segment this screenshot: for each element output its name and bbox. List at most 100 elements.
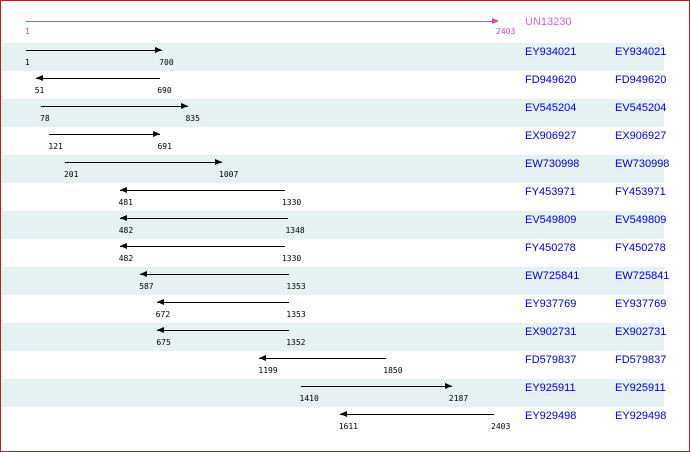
end-position: 1330 <box>281 254 302 263</box>
alignment-arrow <box>119 190 285 191</box>
accession-link[interactable]: FY450278 <box>525 242 576 254</box>
accession-link-secondary[interactable]: EX902731 <box>615 326 667 338</box>
arrow-head-right-icon <box>215 159 222 165</box>
arrow-head-left-icon <box>339 411 347 417</box>
end-position: 690 <box>157 86 172 95</box>
arrow-head-left-icon <box>35 75 43 81</box>
accession-link[interactable]: EY934021 <box>525 46 577 58</box>
arrow-head-left-icon <box>119 215 127 221</box>
alignment-arrow <box>64 162 222 163</box>
accession-link-secondary[interactable]: EX906927 <box>615 130 667 142</box>
alignment-arrow <box>26 50 163 51</box>
accession-link-secondary[interactable]: EW725841 <box>615 270 670 282</box>
accession-link-secondary[interactable]: FY450278 <box>615 242 666 254</box>
accession-link[interactable]: EY937769 <box>525 298 577 310</box>
reference-end: 2403 <box>496 27 516 36</box>
alignment-arrow <box>157 330 290 331</box>
arrow-head-right-icon <box>155 47 163 53</box>
start-position: 121 <box>48 142 63 151</box>
start-position: 481 <box>118 198 133 207</box>
accession-link[interactable]: EY925911 <box>525 382 576 394</box>
arrow-head-left-icon <box>259 355 267 361</box>
accession-link[interactable]: FY453971 <box>525 186 576 198</box>
start-position: 1199 <box>258 366 278 375</box>
accession-link[interactable]: EW725841 <box>525 270 580 282</box>
alignment-arrow <box>119 218 289 219</box>
reference-start: 1 <box>25 27 30 36</box>
accession-link[interactable]: EY929498 <box>525 410 577 422</box>
accession-link-secondary[interactable]: FD949620 <box>615 74 667 86</box>
arrow-head-right-icon <box>181 103 189 109</box>
reference-arrow <box>26 21 494 22</box>
alignment-row: 482 1330 FY450278 FY450278 <box>2 239 666 267</box>
end-position: 1330 <box>281 198 302 207</box>
accession-link-secondary[interactable]: EY937769 <box>615 298 667 310</box>
start-position: 1 <box>25 58 30 67</box>
alignment-row: 672 1353 EY937769 EY937769 <box>2 295 667 323</box>
start-position: 672 <box>155 310 171 319</box>
accession-link-secondary[interactable]: FD579837 <box>615 354 667 366</box>
reference-arrow-head <box>492 18 499 24</box>
arrow-head-left-icon <box>119 243 127 249</box>
end-position: 835 <box>185 114 200 123</box>
accession-link-secondary[interactable]: EY934021 <box>615 46 667 58</box>
start-position: 482 <box>118 226 134 235</box>
end-position: 1353 <box>286 282 306 291</box>
alignment-row: 1410 2187 EY925911 EY925911 <box>2 379 666 407</box>
accession-link[interactable]: EV549809 <box>525 214 577 226</box>
alignment-row: 78 835 EV545204 EV545204 <box>2 99 667 127</box>
alignment-arrow <box>300 386 452 387</box>
arrow-head-right-icon <box>444 383 452 389</box>
arrow-head-left-icon <box>156 299 164 305</box>
start-position: 1410 <box>299 394 319 403</box>
arrow-head-left-icon <box>119 187 127 193</box>
alignment-arrow <box>119 246 285 247</box>
alignment-arrow <box>35 78 161 79</box>
accession-link[interactable]: FD579837 <box>525 354 577 366</box>
start-position: 482 <box>118 254 134 263</box>
reference-name[interactable]: UN13230 <box>525 16 572 28</box>
arrow-head-left-icon <box>157 327 165 333</box>
alignment-arrow <box>41 106 189 107</box>
end-position: 2403 <box>491 422 511 431</box>
accession-link-secondary[interactable]: EV549809 <box>615 214 667 226</box>
accession-link-secondary[interactable]: EW730998 <box>615 158 670 170</box>
end-position: 1353 <box>286 310 306 319</box>
end-position: 700 <box>159 58 174 67</box>
start-position: 201 <box>63 170 79 179</box>
accession-link-secondary[interactable]: FY453971 <box>615 186 666 198</box>
alignment-row: 1 700 EY934021 EY934021 <box>2 43 667 71</box>
accession-link[interactable]: EX902731 <box>525 326 577 338</box>
alignment-arrow <box>156 302 290 303</box>
start-position: 675 <box>156 338 171 347</box>
start-position: 587 <box>139 282 154 291</box>
alignment-arrow <box>140 274 290 275</box>
alignment-row: 481 1330 FY453971 FY453971 <box>2 183 666 211</box>
accession-link-secondary[interactable]: EY925911 <box>615 382 666 394</box>
accession-link-secondary[interactable]: EY929498 <box>615 410 667 422</box>
accession-link[interactable]: EV545204 <box>525 102 577 114</box>
alignment-row: 201 1007 EW730998 EW730998 <box>2 155 669 183</box>
alignment-row: 482 1348 EV549809 EV549809 <box>2 211 667 239</box>
alignment-arrow <box>339 414 494 415</box>
accession-link-secondary[interactable]: EV545204 <box>615 102 667 114</box>
alignment-arrow <box>49 134 161 135</box>
alignment-row: 1611 2403 EY929498 EY929498 <box>2 407 667 435</box>
arrow-head-left-icon <box>140 271 148 277</box>
start-position: 51 <box>34 86 45 95</box>
end-position: 1007 <box>219 170 239 179</box>
accession-link[interactable]: EW730998 <box>525 158 580 170</box>
alignment-row: 587 1353 EW725841 EW725841 <box>2 267 669 295</box>
accession-link[interactable]: EX906927 <box>525 130 577 142</box>
start-position: 78 <box>40 114 50 123</box>
alignment-row: 51 690 FD949620 FD949620 <box>2 71 667 99</box>
end-position: 1348 <box>285 226 305 235</box>
arrow-head-right-icon <box>153 131 161 137</box>
end-position: 1352 <box>286 338 306 347</box>
end-position: 2187 <box>448 394 469 403</box>
alignment-arrow <box>259 358 387 359</box>
start-position: 1611 <box>338 422 358 431</box>
accession-link[interactable]: FD949620 <box>525 74 577 86</box>
